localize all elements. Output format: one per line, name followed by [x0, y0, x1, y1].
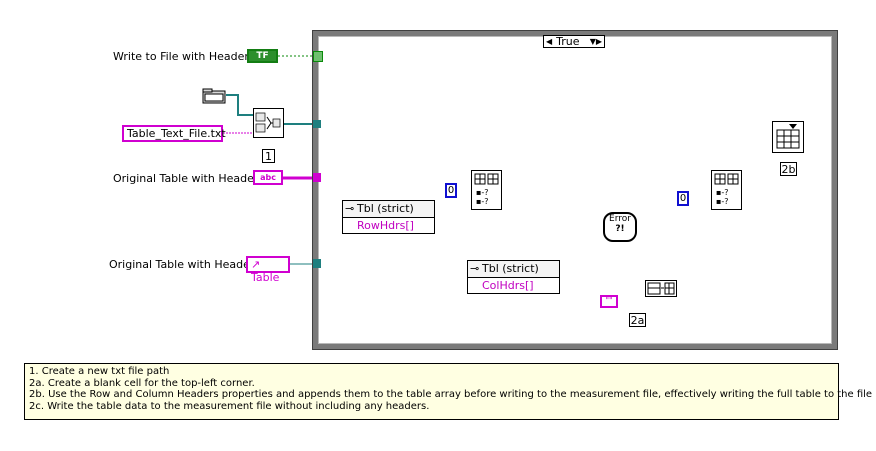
path-wire-folder [226, 94, 253, 116]
row-prop-class: ⊸ Tbl (strict) [343, 201, 434, 218]
tunnel-ref [313, 259, 321, 268]
col-headers-property-node[interactable]: ⊸ Tbl (strict) ColHdrs[] [467, 260, 560, 294]
case-structure[interactable] [313, 31, 837, 349]
table-reference-label: Table [251, 271, 280, 284]
build-array-node[interactable] [645, 280, 677, 297]
build-path-node[interactable] [253, 108, 284, 138]
property-node-ref-icon: ⊸ [470, 262, 480, 275]
error-label: Error [609, 214, 631, 224]
svg-text:▪-?: ▪-? [476, 197, 489, 206]
selector-left-arrow-icon[interactable]: ◀ [546, 37, 553, 46]
insert-array-icon-2: ▪-? ▪-? [714, 173, 739, 206]
empty-string-constant[interactable]: "" [600, 295, 618, 308]
insert-into-array-node-1[interactable]: ▪-? ▪-? [471, 170, 502, 210]
tunnel-path [313, 120, 321, 128]
index-constant-1[interactable]: 0 [445, 183, 457, 198]
simple-error-handler-node[interactable]: Error ?! [603, 212, 637, 242]
notes-free-label: 1. Create a new txt file path 2a. Create… [24, 363, 873, 420]
note-line-3: 2b. Use the Row and Column Headers prope… [29, 389, 873, 400]
label-original-table-1: Original Table with Headers [113, 172, 265, 185]
note-line-4: 2c. Write the table data to the measurem… [29, 400, 430, 412]
error-question-icon: ?! [615, 224, 625, 234]
reference-arrow-icon: ↗ [251, 258, 261, 271]
build-array-icon [647, 282, 675, 295]
insert-array-icon-1: ▪-? ▪-? [474, 173, 499, 206]
note-line-1: 1. Create a new txt file path [29, 366, 170, 377]
label-write-to-file: Write to File with Headers? [113, 50, 261, 63]
row-headers-property-node[interactable]: ⊸ Tbl (strict) RowHdrs[] [342, 200, 435, 234]
svg-text:▪-?: ▪-? [476, 188, 489, 197]
write-spreadsheet-file-node[interactable] [772, 121, 804, 153]
file-name-constant[interactable]: Table_Text_File.txt [122, 125, 226, 142]
tag-1: 1 [262, 149, 275, 163]
insert-into-array-node-2[interactable]: ▪-? ▪-? [711, 170, 742, 210]
col-prop-class: ⊸ Tbl (strict) [468, 261, 559, 278]
property-node-ref-icon: ⊸ [345, 202, 355, 215]
note-line-2: 2a. Create a blank cell for the top-left… [29, 377, 255, 389]
selector-dropdown-icon[interactable]: ▼▶ [589, 37, 602, 46]
original-table-string-control[interactable]: abc [253, 170, 283, 185]
tag-2a: 2a [629, 313, 646, 327]
write-headers-boolean-control[interactable]: TF [247, 49, 278, 63]
case-selector[interactable]: ◀ True ▼▶ [543, 35, 605, 48]
tunnel-bool [313, 51, 323, 62]
tag-2b: 2b [780, 162, 797, 176]
build-path-icon [255, 112, 281, 133]
default-directory-folder-icon[interactable] [202, 88, 226, 104]
tunnel-table [313, 173, 321, 182]
svg-text:▪-?: ▪-? [716, 188, 729, 197]
selector-value: True [556, 35, 580, 48]
table-reference-control[interactable]: ↗ Table [246, 256, 290, 284]
svg-text:▪-?: ▪-? [716, 197, 729, 206]
row-prop-class-label: Tbl (strict) [357, 202, 414, 215]
col-prop-item[interactable]: ColHdrs[] [482, 279, 534, 292]
label-original-table-2: Original Table with Headers [109, 258, 261, 271]
col-prop-class-label: Tbl (strict) [482, 262, 539, 275]
index-constant-2[interactable]: 0 [677, 191, 689, 206]
row-prop-item[interactable]: RowHdrs[] [357, 219, 414, 232]
write-spreadsheet-icon [776, 124, 800, 149]
